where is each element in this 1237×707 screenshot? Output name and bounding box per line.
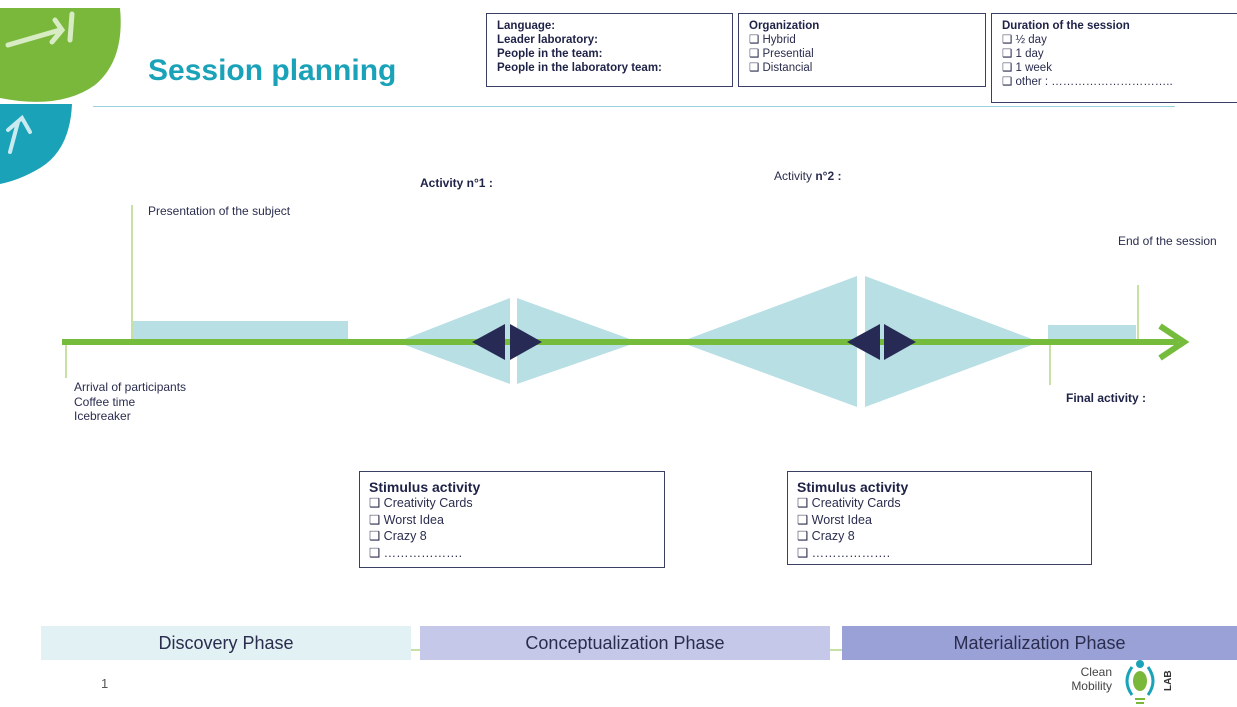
final-activity-label: Final activity : (1066, 391, 1147, 405)
phase-materialization: Materialization Phase (842, 626, 1237, 660)
option-presential[interactable]: ❑ Presential (749, 48, 814, 60)
phase-conceptualization: Conceptualization Phase (420, 626, 830, 660)
option-other[interactable]: ❑ other : ………………………….. (1002, 76, 1173, 88)
people-team-label: People in the team: (497, 48, 603, 60)
stimulus-heading: Stimulus activity (369, 479, 481, 495)
option-one-week[interactable]: ❑ 1 week (1002, 62, 1052, 74)
presentation-label: Presentation of the subject (148, 204, 291, 218)
language-label: Language: (497, 20, 556, 32)
option-distancial[interactable]: ❑ Distancial (749, 62, 813, 74)
option-one-day[interactable]: ❑ 1 day (1002, 48, 1044, 60)
option-blank[interactable]: ❑ ………………. (369, 545, 463, 560)
option-half-day[interactable]: ❑ ½ day (1002, 34, 1047, 46)
option-crazy-8[interactable]: ❑ Crazy 8 (369, 529, 427, 543)
activity2-number: n°2 : (815, 169, 842, 183)
icebreaker-label: Icebreaker (74, 409, 131, 423)
chevron-right-icon (884, 324, 916, 360)
bulb-top-dot (1136, 660, 1144, 668)
leaf-arrow-icon (5, 11, 75, 48)
leaf-chevron-icon (6, 114, 32, 154)
logo-line-clean: Clean (1080, 665, 1112, 679)
chevron-right-icon (510, 324, 542, 360)
activity2-label: Activity n°2 : (774, 169, 841, 183)
decorative-leaves (0, 8, 121, 184)
option-creativity-cards[interactable]: ❑ Creativity Cards (369, 496, 473, 510)
stimulus-box-1: Stimulus activity ❑ Creativity Cards ❑ W… (359, 471, 665, 568)
chevron-left-icon (847, 324, 880, 360)
leaf-icon (1133, 671, 1147, 691)
bulb-right-bracket (1146, 666, 1155, 696)
duration-heading: Duration of the session (1002, 20, 1130, 32)
arrival-label: Arrival of participants (74, 380, 187, 394)
organization-box: Organization ❑ Hybrid ❑ Presential ❑ Dis… (738, 13, 986, 87)
phase-discovery: Discovery Phase (41, 626, 411, 660)
stimulus-heading: Stimulus activity (797, 479, 909, 495)
logo-lab-badge: LAB (1163, 670, 1174, 691)
bulb-left-bracket (1125, 666, 1134, 696)
green-leaf-shape (0, 8, 121, 102)
page-title: Session planning (148, 54, 397, 87)
option-blank[interactable]: ❑ ………………. (797, 545, 891, 560)
page-number: 1 (101, 676, 109, 691)
chevron-left-icon (472, 324, 505, 360)
option-hybrid[interactable]: ❑ Hybrid (749, 34, 796, 46)
option-worst-idea[interactable]: ❑ Worst Idea (369, 512, 444, 527)
title-divider (93, 106, 1175, 107)
coffee-time-label: Coffee time (74, 394, 136, 409)
stimulus-box-2: Stimulus activity ❑ Creativity Cards ❑ W… (787, 471, 1092, 565)
timeline-arrow-head (1158, 323, 1190, 361)
option-worst-idea[interactable]: ❑ Worst Idea (797, 512, 872, 527)
final-activity-block (1048, 325, 1136, 341)
presentation-block (133, 321, 348, 341)
leader-laboratory-label: Leader laboratory: (497, 34, 598, 46)
option-creativity-cards[interactable]: ❑ Creativity Cards (797, 496, 901, 510)
organization-heading: Organization (749, 20, 820, 32)
end-session-label: End of the session (1118, 234, 1217, 248)
activity2-prefix: Activity (774, 169, 816, 183)
clean-mobility-logo: LAB (1125, 660, 1174, 704)
session-info-box: Language: Leader laboratory: People in t… (486, 13, 733, 87)
duration-box: Duration of the session ❑ ½ day ❑ 1 day … (991, 13, 1237, 103)
people-lab-team-label: People in the laboratory team: (497, 62, 662, 74)
logo-line-mobility: Mobility (1071, 679, 1112, 693)
arrival-label-group: Arrival of participants Coffee time Iceb… (74, 380, 186, 424)
logo-text: Clean Mobility (1062, 665, 1112, 693)
option-crazy-8[interactable]: ❑ Crazy 8 (797, 529, 855, 543)
activity1-label: Activity n°1 : (420, 176, 493, 190)
